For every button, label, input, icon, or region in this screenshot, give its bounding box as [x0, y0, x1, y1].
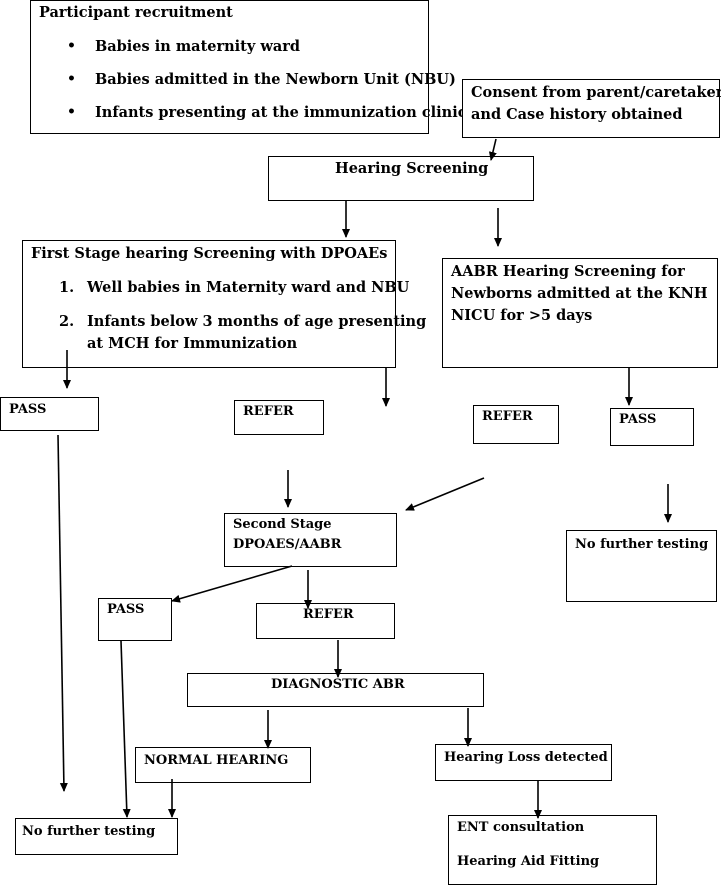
normal-hearing-box: NORMAL HEARING: [135, 747, 311, 783]
first-stage-num: 1.: [59, 279, 75, 296]
bullet-icon: •: [67, 71, 76, 87]
ent-text: ENT consultation: [457, 820, 585, 835]
aabr-box: AABR Hearing Screening for Newborns admi…: [442, 258, 718, 368]
second-stage-text: DPOAES/AABR: [233, 537, 342, 552]
ent-text: Hearing Aid Fitting: [457, 854, 600, 869]
pass-label: PASS: [107, 602, 145, 617]
second-stage-box: Second Stage DPOAES/AABR: [224, 513, 397, 567]
aabr-text: NICU for >5 days: [451, 307, 593, 324]
recruitment-item: Babies in maternity ward: [95, 38, 301, 55]
refer-label: REFER: [303, 607, 354, 622]
aabr-text: AABR Hearing Screening for: [451, 263, 685, 280]
arrow-second-to-pass: [171, 565, 293, 603]
arrow-pass-left-to-no-further: [57, 434, 68, 792]
hearing-screening-box: Hearing Screening: [268, 156, 534, 201]
first-stage-item: Well babies in Maternity ward and NBU: [87, 279, 410, 296]
refer-box: REFER: [234, 400, 324, 435]
consent-text: Consent from parent/caretaker: [471, 84, 721, 101]
diagnostic-abr-box: DIAGNOSTIC ABR: [187, 673, 484, 707]
hearing-loss-label: Hearing Loss detected: [444, 750, 608, 765]
hearing-screening-label: Hearing Screening: [335, 160, 489, 177]
ent-box: ENT consultation Hearing Aid Fitting: [448, 815, 657, 885]
pass-label: PASS: [619, 412, 657, 427]
no-further-testing-box: No further testing: [15, 818, 178, 855]
consent-box: Consent from parent/caretaker and Case h…: [462, 79, 721, 138]
normal-hearing-label: NORMAL HEARING: [144, 753, 289, 768]
consent-text: and Case history obtained: [471, 106, 683, 123]
recruitment-item: Infants presenting at the immunization c…: [95, 104, 467, 121]
refer-label: REFER: [482, 409, 533, 424]
first-stage-title: First Stage hearing Screening with DPOAE…: [31, 245, 388, 262]
refer-label: REFER: [243, 404, 294, 419]
aabr-text: Newborns admitted at the KNH: [451, 285, 708, 302]
pass-box: PASS: [610, 408, 694, 446]
pass-box: PASS: [0, 397, 99, 431]
no-further-testing-box: No further testing: [566, 530, 717, 602]
recruitment-title: Participant recruitment: [39, 4, 233, 21]
recruitment-item: Babies admitted in the Newborn Unit (NBU…: [95, 71, 456, 88]
no-further-testing-label: No further testing: [22, 824, 156, 839]
arrow-pass-second-to-no-further: [120, 640, 131, 818]
bullet-icon: •: [67, 104, 76, 120]
refer-box: REFER: [256, 603, 395, 639]
bullet-icon: •: [67, 38, 76, 54]
second-stage-text: Second Stage: [233, 517, 332, 532]
first-stage-item: at MCH for Immunization: [87, 335, 298, 352]
first-stage-box: First Stage hearing Screening with DPOAE…: [22, 240, 426, 368]
diagnostic-abr-label: DIAGNOSTIC ABR: [271, 677, 405, 692]
refer-box: REFER: [473, 405, 559, 444]
arrow-aabr-refer-to-second: [405, 477, 485, 511]
first-stage-num: 2.: [59, 313, 75, 330]
pass-label: PASS: [9, 402, 47, 417]
recruitment-box: Participant recruitment • Babies in mate…: [30, 0, 467, 134]
first-stage-item: Infants below 3 months of age presenting: [87, 313, 427, 330]
no-further-testing-label: No further testing: [575, 537, 709, 552]
pass-box: PASS: [98, 598, 172, 641]
hearing-loss-box: Hearing Loss detected: [435, 744, 612, 781]
